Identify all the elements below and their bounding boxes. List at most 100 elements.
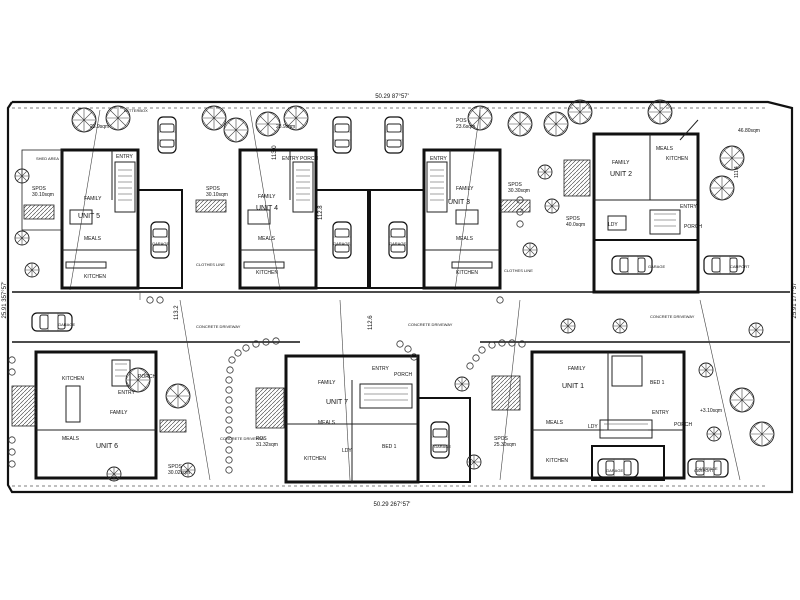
site-boundary [6,100,794,494]
unit-6-meals-label: MEALS [62,436,80,442]
unit-3-plan [369,148,531,290]
unit-3-family-label: FAMILY [456,186,474,192]
top-boundary-bearing: 50.29 87°57' [375,94,409,100]
unit-7-ldy-label: LDY [342,448,352,454]
unit-2-plan [563,119,700,294]
unit-1-family-label: FAMILY [568,366,586,372]
unit-7-entry-label: ENTRY [372,366,390,372]
driveway-level-1: 113.2 [174,305,180,320]
unit-3-kitchen-label: KITCHEN [456,270,478,276]
unit-4-entry-label: ENTRY [282,156,300,162]
unit-5-garage-label: GARAGE [152,241,169,246]
driveway-label-2: CONCRETE DRIVEWAY [220,436,265,441]
letterbox-label: LETTERBOX [124,108,148,113]
unit-7-family-label: FAMILY [318,380,336,386]
unit-2-spos-label: SPOS [566,216,581,222]
unit-7-bed-label: BED 1 [382,444,397,450]
unit-2-spos-area: 40.0sqm [566,222,585,228]
unit-2-level: 111.4 [734,166,740,178]
unit-7-pos-area: 31.32sqm [256,442,278,448]
unit-2-carport-label: CARPORT [730,264,750,269]
driveway-label-3: CONCRETE DRIVEWAY [408,322,453,327]
unit-2-ldy-label: LDY [608,222,618,228]
unit-4-spos-label: SPOS [206,186,221,192]
central-driveway [12,109,790,481]
unit-2-garage-label: GARAGE [648,264,665,269]
unit-2-kitchen-label: KITCHEN [666,156,688,162]
driveway-level-3: 112.8 [318,205,324,220]
driveway-label-4: CONCRETE DRIVEWAY [650,314,695,319]
unit-3-name: UNIT 3 [448,199,470,206]
unit-1-entry-label: ENTRY [652,410,670,416]
unit-2-entry-label: ENTRY [680,204,698,210]
unit-1-ldy-label: LDY [588,424,598,430]
unit-7-plan [255,354,471,484]
unit-5-entry-label: ENTRY [116,154,134,160]
unit-7-name: UNIT 7 [326,399,348,406]
unit-4-plan [195,148,369,290]
unit-6-kitchen-label: KITCHEN [62,376,84,382]
unit-7-garage-label: GARAGE [434,444,451,449]
unit-7-meals-label: MEALS [318,420,336,426]
left-boundary-bearing: 25.91 357°57' [2,282,8,319]
unit-1-pos-area: +3.10sqm [700,408,722,414]
unit-1-meals-label: MEALS [546,420,564,426]
unit-5-meals-label: MEALS [84,236,102,242]
driveway-label-1: CONCRETE DRIVEWAY [196,324,241,329]
unit-4-porch-label: PORCH [300,156,318,162]
unit-6-name: UNIT 6 [96,443,118,450]
unit-1-porch-label: PORCH [674,422,692,428]
unit-4-pos-area: 23.9sqm [276,124,295,130]
unit-2-name: UNIT 2 [610,171,632,178]
unit-5-kitchen-label: KITCHEN [84,274,106,280]
driveway-level-4: 113.0 [272,145,278,160]
unit-7-pos-label: POS [256,436,267,442]
unit-6-spos-label: SPOS [168,464,183,470]
unit-3-spos-area: 30.30sqm [508,188,530,194]
unit-4-garage-label: GARAGE [333,241,350,246]
unit-6-family-label: FAMILY [110,410,128,416]
unit-5-name: UNIT 5 [78,213,100,220]
unit-3-pos-label: POS [456,118,467,124]
unit-4-spos-area: 30.10sqm [206,192,228,198]
unit-2-pos-area: 46.80sqm [738,128,760,134]
unit-7-porch-label: PORCH [394,372,412,378]
unit-1-bed-label: BED 1 [650,380,665,386]
unit-5-family-label: FAMILY [84,196,102,202]
unit-3-garage-label: GARAGE [389,241,406,246]
unit-3-meals-label: MEALS [456,236,474,242]
unit-1-kitchen-label: KITCHEN [546,458,568,464]
unit-4-meals-label: MEALS [258,236,276,242]
unit-4-name: UNIT 4 [256,205,278,212]
unit-4-kitchen-label: KITCHEN [256,270,278,276]
unit-1-spos-area: 25.30sqm [494,442,516,448]
unit-5-spos-label: SPOS [32,186,47,192]
unit-3-spos-label: SPOS [508,182,523,188]
unit-5-spos-area: 30.10sqm [32,192,54,198]
unit-1-plan [491,350,686,481]
unit-1-spos-label: SPOS [494,436,509,442]
unit-2-family-label: FAMILY [612,160,630,166]
unit-1-garage-label: GARAGE [606,468,623,473]
unit-6-porch-label: PORCH [138,374,156,380]
unit-6-garage-label: GARAGE [58,322,75,327]
unit-3-entry-label: ENTRY [430,156,448,162]
carspace-label: CARSPACE [696,466,718,471]
unit-4-clothes-label: CLOTHES LINE [196,262,225,267]
driveway-level-2: 112.6 [368,315,374,330]
unit-5-shed-label: SHED AREA [36,156,59,161]
plan-labels: 50.29 87°57' 50.29 267°57' 25.91 357°57'… [2,94,798,508]
unit-3-pos-area: 23.6sqm [456,124,475,130]
unit-5-plan [21,148,183,290]
right-boundary-bearing: 25.91 177°57' [792,282,798,319]
unit-1-name: UNIT 1 [562,383,584,390]
unit-2-meals-label: MEALS [656,146,674,152]
bottom-boundary-bearing: 50.29 267°57' [374,502,411,508]
unit-3-clothes-label: CLOTHES LINE [504,268,533,273]
unit-2-porch-label: PORCH [684,224,702,230]
unit-4-family-label: FAMILY [258,194,276,200]
unit-6-plan [11,350,187,480]
unit-1-carport-label: CARPORT [694,468,714,473]
unit-7-kitchen-label: KITCHEN [304,456,326,462]
